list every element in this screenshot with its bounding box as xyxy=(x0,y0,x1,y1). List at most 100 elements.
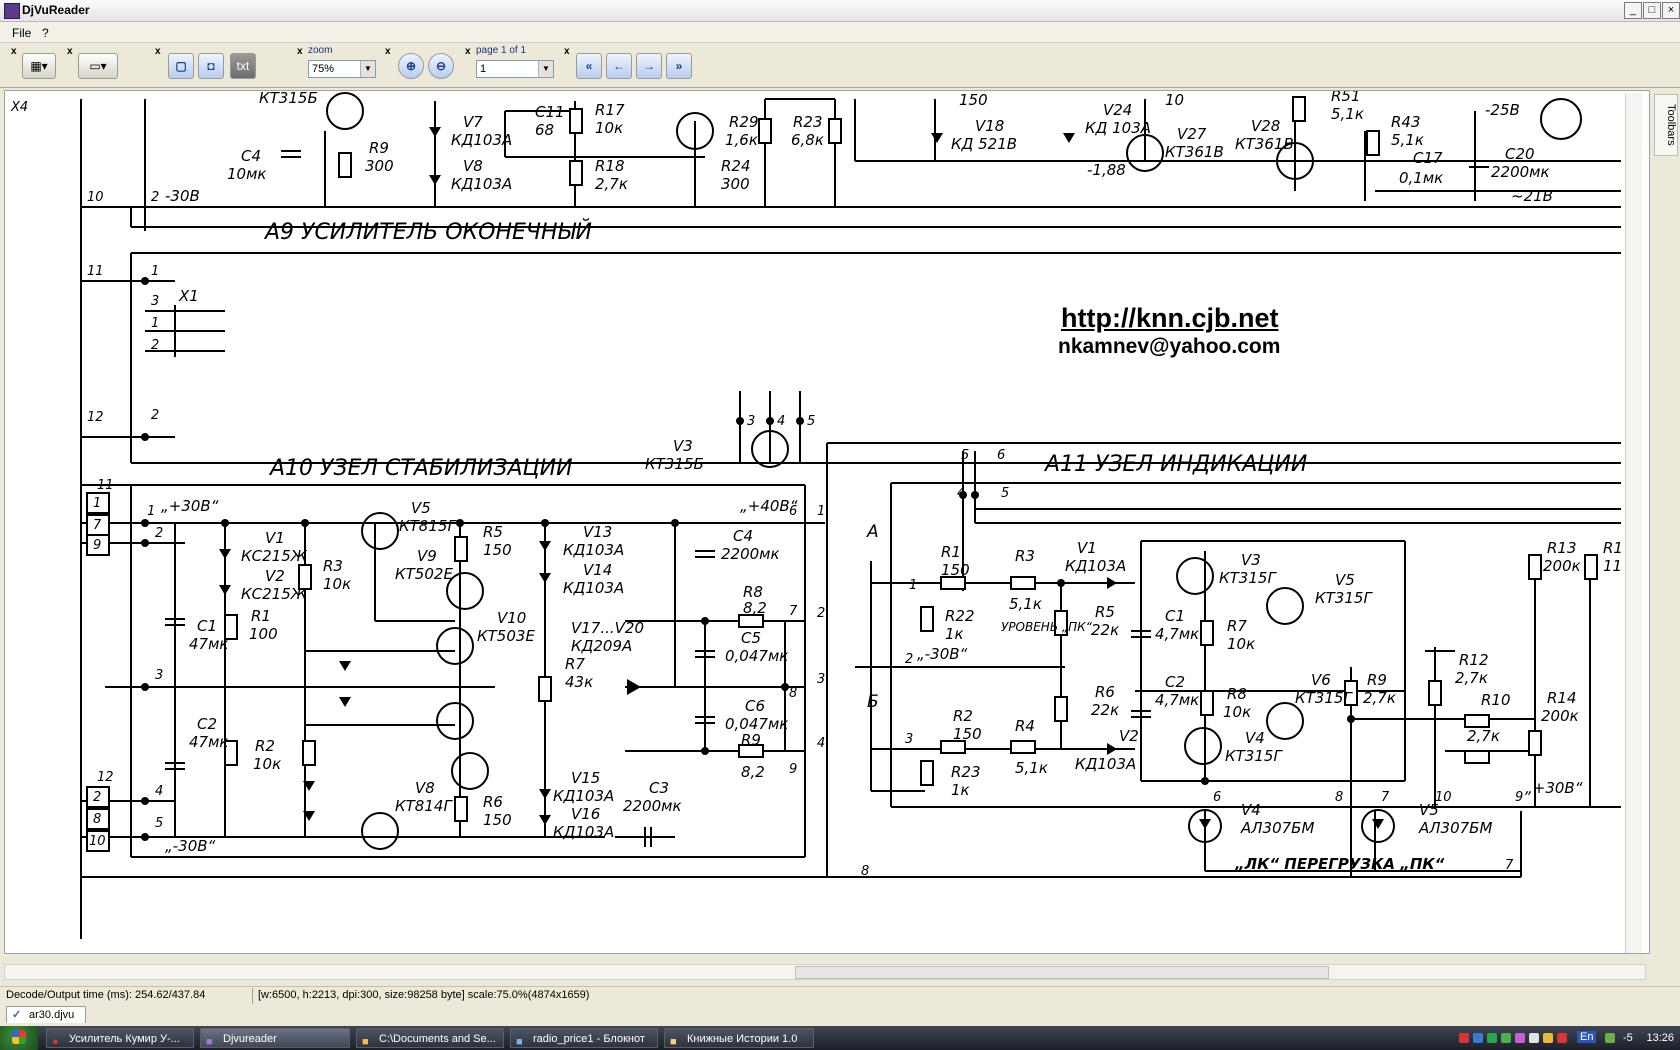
toolbar-close-mark[interactable]: x xyxy=(564,46,570,57)
comp-r1: R1 xyxy=(251,607,271,625)
comp-v14: V14 xyxy=(583,561,612,579)
image-icon: ◘ xyxy=(207,59,215,73)
comp-v14-type: КД103А xyxy=(563,579,624,597)
a11-c2: C2 xyxy=(1165,673,1185,691)
layout-icon: ▦▾ xyxy=(30,59,48,73)
a9-r24-val: 300 xyxy=(721,175,750,193)
layout-view-button[interactable]: ▦▾ xyxy=(22,53,56,79)
start-button[interactable] xyxy=(0,1026,38,1050)
menu-file[interactable]: File xyxy=(12,26,32,40)
file-tab-label: ar30.djvu xyxy=(29,1009,75,1021)
toolbar-close-mark[interactable]: x xyxy=(297,46,303,57)
toolbars-side-tab[interactable]: Toolbars xyxy=(1654,94,1678,156)
tray-display-icon[interactable] xyxy=(1529,1033,1539,1043)
a11-r7: R7 xyxy=(1227,617,1247,635)
toolbar-close-mark[interactable]: x xyxy=(11,46,17,57)
chevron-down-icon[interactable]: ▼ xyxy=(538,61,553,77)
comp-r3-val: 10к xyxy=(323,575,351,593)
comp-v17: V17...V20 xyxy=(571,619,644,637)
a9-c20: C20 xyxy=(1505,145,1535,163)
tray-h-icon[interactable] xyxy=(1487,1033,1497,1043)
tray-speaker-icon[interactable] xyxy=(1605,1033,1615,1043)
a11-v1: V1 xyxy=(1077,539,1097,557)
comp-v10: V10 xyxy=(497,609,526,627)
svg-text:3: 3 xyxy=(747,414,755,429)
last-page-button[interactable]: » xyxy=(666,53,692,79)
toolbar-close-mark[interactable]: x xyxy=(67,46,73,57)
a11-r14: R14 xyxy=(1547,689,1577,707)
schematic-resistors xyxy=(224,96,1598,822)
taskbar-clock[interactable]: 13:26 xyxy=(1646,1032,1674,1044)
svg-text:7: 7 xyxy=(1381,790,1390,805)
comp-v16: V16 xyxy=(571,805,600,823)
comp-r1-val: 100 xyxy=(249,625,278,643)
toolbar-close-mark[interactable]: x xyxy=(465,46,471,57)
zoom-in-button[interactable]: ⊕ xyxy=(398,53,424,79)
svg-text:2: 2 xyxy=(151,338,159,353)
maximize-button[interactable]: □ xyxy=(1643,2,1661,19)
a9-r51: R51 xyxy=(1331,91,1361,105)
a11-r15: R15 xyxy=(1603,539,1621,557)
a9-r43: R43 xyxy=(1391,113,1421,131)
file-tab[interactable]: ✓ ar30.djvu xyxy=(6,1006,86,1023)
taskbar-item-2[interactable]: ■C:\Documents and Se... xyxy=(356,1028,504,1048)
a9-transistor-type: КТ315Б xyxy=(259,91,318,107)
website-link[interactable]: http://knn.cjb.net xyxy=(1061,303,1279,333)
tray-power-icon[interactable] xyxy=(1543,1033,1553,1043)
bus-voltage-neg: „-30В“ xyxy=(165,837,216,855)
tray-volume[interactable]: -5 xyxy=(1623,1032,1633,1044)
folder-icon: ■ xyxy=(362,1036,369,1048)
a9-r18: R18 xyxy=(595,157,625,175)
previous-page-button[interactable]: ← xyxy=(606,53,632,79)
horizontal-scrollbar[interactable] xyxy=(4,964,1646,980)
taskbar-item-4[interactable]: ■Книжные Истории 1.0 xyxy=(664,1028,814,1048)
tray-antivirus-icon[interactable] xyxy=(1459,1033,1469,1043)
a11-r4-val: 5,1к xyxy=(1015,759,1048,777)
comp-c4-val: 2200мк xyxy=(721,545,780,563)
comp-v13-type: КД103А xyxy=(563,541,624,559)
a9-v28: V28 xyxy=(1251,117,1280,135)
svg-text:1: 1 xyxy=(151,316,159,331)
horizontal-scroll-thumb[interactable] xyxy=(795,966,1329,979)
a11-r2: R2 xyxy=(953,707,973,725)
menu-bar: File ? xyxy=(0,22,1680,43)
a11-r12-val: 2,7к xyxy=(1455,669,1488,687)
next-page-button[interactable]: → xyxy=(636,53,662,79)
comp-r7-val: 43к xyxy=(565,673,593,691)
vertical-scrollbar[interactable] xyxy=(1625,93,1642,953)
a9-c17: C17 xyxy=(1413,149,1443,167)
taskbar-item-3[interactable]: ■radio_price1 - Блокнот xyxy=(510,1028,658,1048)
page-select[interactable]: 1 ▼ xyxy=(476,60,554,78)
taskbar-item-0[interactable]: ●Усилитель Кумир У-... xyxy=(46,1028,194,1048)
a11-r2-val: 150 xyxy=(953,725,982,743)
a9-r17: R17 xyxy=(595,101,625,119)
comp-r2-val: 10к xyxy=(253,755,281,773)
tray-language[interactable]: En xyxy=(1577,1031,1597,1043)
text-mode-button[interactable]: txt xyxy=(230,53,256,79)
zoom-select[interactable]: 75% ▼ xyxy=(308,60,376,78)
comp-c4: C4 xyxy=(733,527,753,545)
tray-network-icon[interactable] xyxy=(1473,1033,1483,1043)
page-mode-button[interactable]: ▭▾ xyxy=(78,53,118,79)
close-button[interactable]: × xyxy=(1662,2,1680,19)
select-area-button[interactable]: ▢ xyxy=(168,53,194,79)
taskbar-item-1[interactable]: ■Djvureader xyxy=(200,1028,350,1048)
toolbar-close-mark[interactable]: x xyxy=(385,46,391,57)
comp-c2: C2 xyxy=(197,715,217,733)
tray-update-icon[interactable] xyxy=(1557,1033,1567,1043)
chevron-down-icon[interactable]: ▼ xyxy=(360,61,375,77)
menu-help[interactable]: ? xyxy=(42,26,49,40)
image-mode-button[interactable]: ◘ xyxy=(198,53,224,79)
zoom-out-button[interactable]: ⊖ xyxy=(428,53,454,79)
section-title-a10: A10 УЗЕЛ СТАБИЛИЗАЦИИ xyxy=(268,456,573,481)
tray-skype-icon[interactable] xyxy=(1501,1033,1511,1043)
comp-v15-type: КД103А xyxy=(553,787,614,805)
svg-text:2: 2 xyxy=(817,606,825,621)
first-page-button[interactable]: « xyxy=(576,53,602,79)
minimize-button[interactable]: _ xyxy=(1624,2,1642,19)
tray-icq-icon[interactable] xyxy=(1515,1033,1525,1043)
toolbar-close-mark[interactable]: x xyxy=(155,46,161,57)
a11-v4-type: КТ315Г xyxy=(1225,747,1283,765)
